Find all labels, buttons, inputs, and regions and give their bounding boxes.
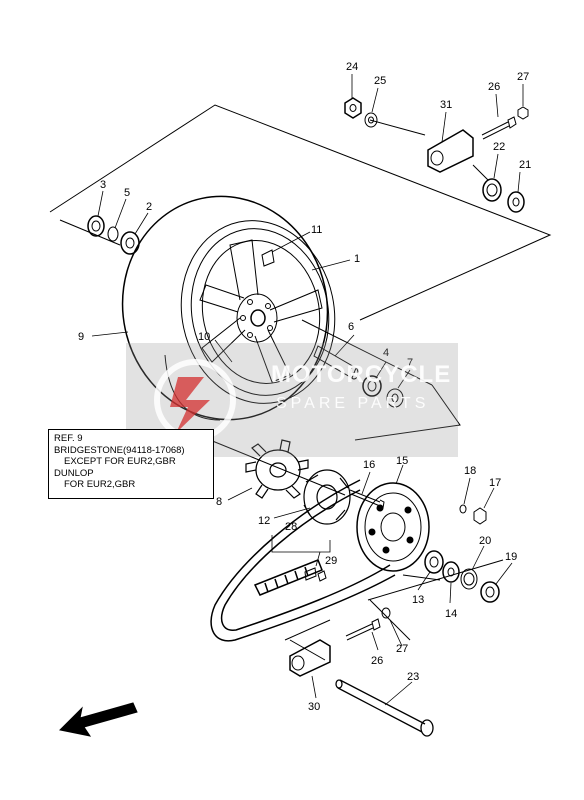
washer-22 [482, 178, 502, 202]
washer-25 [364, 112, 378, 128]
callout-28: 28 [285, 521, 297, 533]
callout-12: 12 [258, 515, 270, 527]
callout-21: 21 [519, 159, 531, 171]
bearing-21 [507, 191, 525, 213]
tire-inner [180, 220, 336, 404]
callout-2: 2 [146, 201, 152, 213]
bolt-26-top [481, 121, 510, 140]
callout-24: 24 [346, 61, 358, 73]
chain-link-set [253, 559, 323, 596]
callout-8: 8 [216, 496, 222, 508]
callout-6: 6 [348, 321, 354, 333]
washer-20 [460, 568, 478, 590]
callout-20: 20 [479, 535, 491, 547]
ref-dunlop-scope: FOR EUR2,GBR [64, 479, 136, 490]
nut-27-bottom [381, 607, 391, 619]
callout-3: 3 [100, 179, 106, 191]
wheel-spokes [199, 239, 323, 383]
callout-17: 17 [489, 477, 501, 489]
right-adjuster-parts [344, 97, 529, 213]
tire-outer [121, 195, 329, 421]
puller-31 [427, 129, 474, 173]
axle-guide-lines [49, 104, 552, 661]
ref-bridgestone-scope: EXCEPT FOR EUR2,GBR [64, 456, 176, 467]
sprocket-hub-12 [303, 469, 351, 525]
clip-29 [304, 567, 327, 582]
callout-4: 4 [383, 347, 389, 359]
bearing-4 [362, 375, 382, 397]
callout-30: 30 [308, 701, 320, 713]
ref-dunlop: DUNLOP [54, 467, 94, 479]
callout-9: 9 [78, 331, 84, 343]
left-bearing-set [87, 215, 140, 255]
callout-13: 13 [412, 594, 424, 606]
nut-27-top [517, 106, 529, 120]
sprocket-15 [356, 482, 430, 572]
callout-16: 16 [363, 459, 375, 471]
rear-wheel-assembly [121, 195, 336, 421]
bearing-7 [386, 388, 404, 408]
axle-23 [335, 679, 434, 737]
puller-30 [289, 639, 331, 677]
callout-7: 7 [407, 357, 413, 369]
wheel-hub [236, 293, 278, 343]
watermark-subtitle: SPARE PARTS [276, 395, 430, 412]
callout-18: 18 [464, 465, 476, 477]
callout-27-bottom: 27 [396, 643, 408, 655]
bearing-13 [424, 550, 444, 574]
callout-26-top: 26 [488, 81, 500, 93]
hub-bore [250, 309, 266, 327]
arrow-front-icon [58, 702, 138, 737]
nut-17 [473, 507, 487, 525]
bolt-26-bottom [345, 623, 374, 641]
callout-15: 15 [396, 455, 408, 467]
valve [261, 249, 275, 267]
rim-outer [190, 228, 330, 396]
ref-bridgestone: BRIDGESTONE(94118-17068) [54, 444, 185, 456]
ref-title: REF. 9 [54, 433, 83, 444]
collar-and-bearings [313, 345, 404, 408]
callout-14: 14 [445, 608, 457, 620]
washer-18 [459, 504, 467, 514]
callout-26-bottom: 26 [371, 655, 383, 667]
callout-11: 11 [311, 224, 322, 236]
nut-24 [344, 97, 362, 119]
callout-31: 31 [440, 99, 452, 111]
watermark-title: MOTORCYCLE [271, 361, 452, 388]
callout-22: 22 [493, 141, 505, 153]
seal-14 [442, 561, 460, 583]
callout-labels: 24 25 26 27 31 22 21 3 5 2 11 1 9 10 6 4… [78, 61, 531, 713]
callout-23: 23 [407, 671, 419, 683]
callout-19: 19 [505, 551, 517, 563]
wheel-damper-8 [245, 439, 309, 499]
reference-note-box: REF. 9 BRIDGESTONE(94118-17068) EXCEPT F… [48, 429, 214, 499]
leader-lines [91, 74, 524, 706]
collar-19 [480, 581, 500, 603]
callout-5: 5 [124, 187, 130, 199]
callout-29: 29 [325, 555, 337, 567]
callout-10: 10 [198, 331, 210, 343]
hub-bolts [240, 299, 273, 338]
drive-chain [210, 479, 396, 642]
callout-25: 25 [374, 75, 386, 87]
callout-1: 1 [354, 253, 360, 265]
callout-27-top: 27 [517, 71, 529, 83]
